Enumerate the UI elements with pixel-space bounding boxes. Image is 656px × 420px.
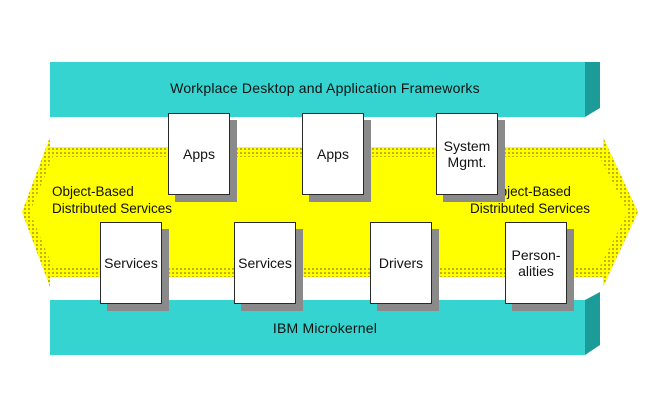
bottom-band-side [585, 292, 600, 355]
top-band-label: Workplace Desktop and Application Framew… [170, 80, 480, 96]
bottom-box-label: Person- alities [511, 247, 561, 279]
top-box-label: Apps [317, 146, 349, 162]
bottom-band [50, 300, 585, 355]
arrow-left-label: Object-Based Distributed Services [52, 184, 173, 216]
bottom-box-label: Services [238, 255, 292, 271]
arrow-right-label: Object-Based Distributed Services [470, 184, 591, 216]
bottom-box-services-1: Services [100, 222, 162, 304]
bottom-band-label: IBM Microkernel [272, 320, 378, 336]
top-box-label: Apps [183, 146, 215, 162]
bottom-box-personalities: Person- alities [505, 222, 567, 304]
bottom-box-label: Drivers [378, 255, 424, 271]
bottom-box-label: Services [104, 255, 158, 271]
top-band-side [585, 62, 600, 117]
top-box-label: System Mgmt. [443, 138, 491, 170]
top-box-system-mgmt: System Mgmt. [436, 113, 498, 195]
top-box-apps-1: Apps [168, 113, 230, 195]
bottom-box-services-2: Services [234, 222, 296, 304]
bottom-box-drivers: Drivers [370, 222, 432, 304]
top-band [50, 62, 585, 117]
top-box-apps-2: Apps [302, 113, 364, 195]
